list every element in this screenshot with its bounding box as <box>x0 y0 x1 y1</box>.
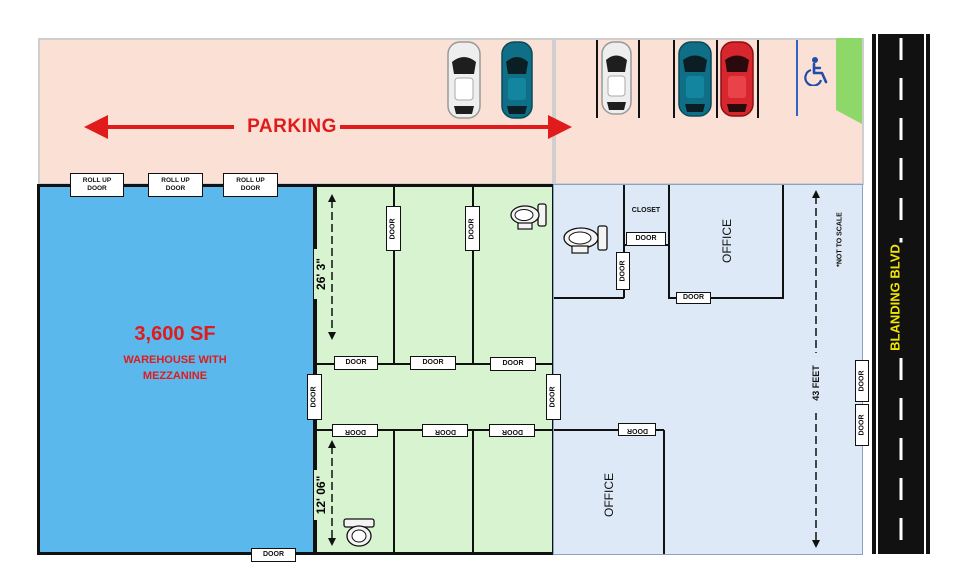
door[interactable]: DOOR <box>251 548 296 562</box>
roll-up-door[interactable]: ROLL UP DOOR <box>223 173 278 197</box>
not-to-scale-note: *NOT TO SCALE <box>836 212 844 267</box>
lower-depth-dimension: 12' 06" <box>314 470 328 520</box>
stall-line <box>757 40 759 118</box>
wall <box>472 430 474 554</box>
wall <box>663 430 665 554</box>
wall <box>393 186 395 364</box>
wall <box>393 430 395 554</box>
dimension-arrow-upper <box>328 194 336 340</box>
door[interactable]: DOOR <box>618 423 656 436</box>
door[interactable]: DOOR <box>626 232 666 246</box>
car-icon <box>501 41 533 119</box>
upper-depth-dimension: 26' 3" <box>314 249 328 299</box>
car-icon <box>720 41 754 117</box>
wall <box>554 297 624 299</box>
stall-line <box>638 40 640 118</box>
door[interactable]: DOOR <box>465 206 480 251</box>
door[interactable]: DOOR <box>422 424 468 437</box>
road-edge-line <box>876 34 878 554</box>
stall-line <box>716 40 718 118</box>
stall-line <box>673 40 675 118</box>
green-curb <box>836 38 862 124</box>
door[interactable]: DOOR <box>386 206 401 251</box>
toilet-icon <box>343 518 375 547</box>
warehouse-area <box>37 184 316 555</box>
dimension-arrow-lower <box>328 440 336 546</box>
door[interactable]: DOOR <box>490 357 536 371</box>
office-lower-label: OFFICE <box>602 473 616 517</box>
door[interactable]: DOOR <box>546 374 561 420</box>
toilet-icon <box>510 203 547 230</box>
stall-line <box>596 40 598 118</box>
door[interactable]: DOOR <box>334 356 378 370</box>
wall <box>623 185 625 298</box>
parking-arrow <box>84 115 572 139</box>
wall <box>782 185 784 299</box>
door[interactable]: DOOR <box>410 356 456 370</box>
roll-up-door[interactable]: ROLL UP DOOR <box>148 173 203 197</box>
door[interactable]: DOOR <box>676 292 711 304</box>
car-icon <box>601 41 632 115</box>
office-upper-label: OFFICE <box>720 219 734 263</box>
toilet-icon <box>563 225 608 254</box>
accessible-stall-line <box>796 40 798 116</box>
building-depth-dimension: 43 FEET <box>811 353 821 413</box>
accessible-parking-icon <box>804 57 828 86</box>
warehouse-sf: 3,600 SF <box>134 323 216 345</box>
car-icon <box>678 41 712 117</box>
door[interactable]: DOOR <box>332 424 378 437</box>
roll-up-door[interactable]: ROLL UP DOOR <box>70 173 124 197</box>
closet-label: CLOSET <box>631 207 661 214</box>
warehouse-desc-line2: MEZZANINE <box>142 370 208 382</box>
front-door[interactable]: DOOR <box>855 404 869 446</box>
wall <box>668 185 670 299</box>
door[interactable]: DOOR <box>307 374 322 420</box>
road-edge-line <box>924 34 926 554</box>
door[interactable]: DOOR <box>489 424 535 437</box>
parking-label: PARKING <box>247 116 337 137</box>
warehouse-desc-line1: WAREHOUSE WITH <box>123 354 227 366</box>
road-name: BLANDING BLVD <box>887 242 903 353</box>
front-door[interactable]: DOOR <box>855 360 869 402</box>
door[interactable]: DOOR <box>616 252 630 290</box>
wall <box>554 429 664 431</box>
wall <box>668 297 783 299</box>
car-icon <box>447 41 481 119</box>
wall <box>472 186 474 364</box>
